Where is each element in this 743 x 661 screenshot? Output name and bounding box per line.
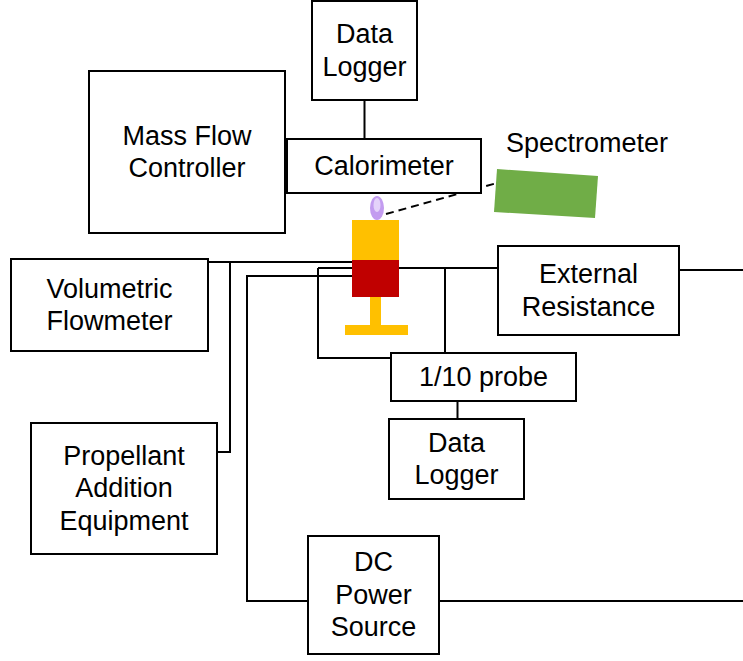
- instrument-label: Spectrometer: [506, 128, 668, 159]
- power-source-box: DC Power Source: [307, 535, 440, 655]
- box-label: Mass Flow Controller: [117, 120, 257, 185]
- signal-wire: [457, 402, 459, 418]
- resistance-wire: [399, 267, 497, 269]
- box-label: Volumetric Flowmeter: [20, 273, 200, 338]
- flowmeter-box: Volumetric Flowmeter: [10, 258, 209, 352]
- probe-box: 1/10 probe: [390, 352, 577, 402]
- box-label: External Resistance: [506, 258, 671, 323]
- box-label: DC Power Source: [319, 546, 429, 643]
- mass-flow-controller-box: Mass Flow Controller: [88, 70, 286, 234]
- probe-wire: [318, 267, 352, 269]
- thruster-body: [352, 220, 399, 260]
- thruster-electrode: [352, 260, 399, 297]
- box-label: Calorimeter: [314, 150, 454, 182]
- box-label: Data Logger: [409, 427, 504, 492]
- calorimeter-box: Calorimeter: [286, 138, 482, 194]
- box-label: Data Logger: [317, 18, 412, 83]
- data-logger-box: Data Logger: [388, 418, 525, 500]
- resistance-box: External Resistance: [497, 245, 680, 336]
- box-label: Propellant Addition Equipment: [44, 440, 204, 537]
- spectrometer-body: [494, 169, 598, 218]
- power-return-wire: [440, 600, 743, 602]
- plasma-plume: [370, 196, 384, 220]
- thruster-base: [345, 325, 408, 335]
- signal-wire: [364, 101, 366, 138]
- box-label: 1/10 probe: [419, 361, 548, 393]
- thruster-stem: [370, 297, 381, 325]
- propellant-wire: [218, 262, 230, 452]
- plasma-core: [374, 198, 381, 212]
- data-logger-box: Data Logger: [311, 0, 418, 101]
- thruster: [345, 196, 408, 335]
- probe-wire: [444, 268, 446, 352]
- resistance-return-wire: [680, 269, 743, 271]
- propellant-equipment-box: Propellant Addition Equipment: [30, 422, 218, 555]
